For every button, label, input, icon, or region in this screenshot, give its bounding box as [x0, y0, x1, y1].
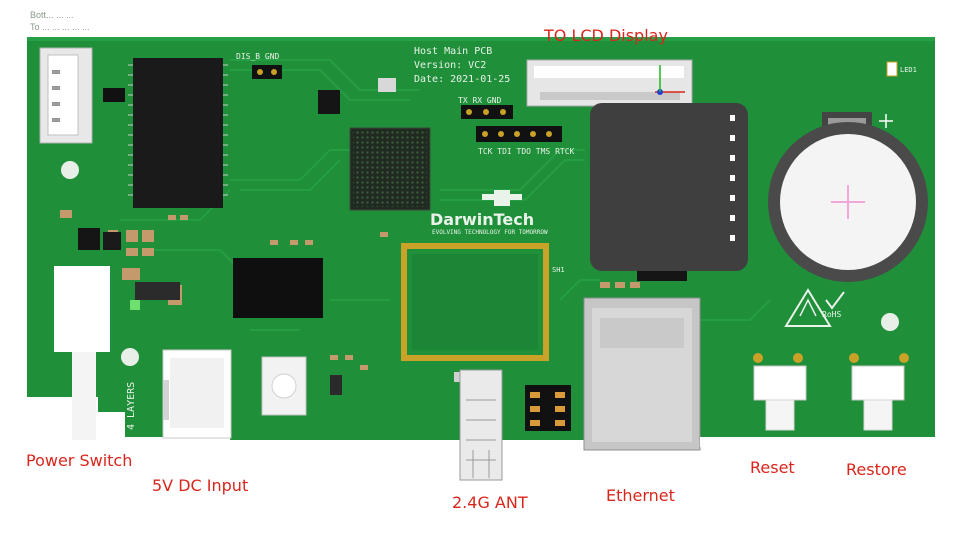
callout-dc-input: 5V DC Input	[152, 476, 249, 495]
callout-lcd-display: TO LCD Display	[544, 26, 668, 45]
rohs-label: RoHS	[822, 310, 842, 319]
callout-ethernet: Ethernet	[606, 486, 675, 505]
callout-reset: Reset	[750, 458, 795, 477]
uart-header-label: TX RX GND	[458, 96, 502, 105]
callout-antenna: 2.4G ANT	[452, 493, 528, 512]
faint-header-1: Bott... ... ...	[30, 10, 74, 20]
brand-icon	[482, 190, 522, 206]
faint-header-2: To ... ... ... ... ...	[30, 22, 90, 32]
callout-restore: Restore	[846, 460, 907, 479]
callout-power-switch: Power Switch	[26, 451, 133, 470]
shield-label: SH1	[552, 266, 565, 274]
debug-header-label: DIS_B GND	[236, 52, 280, 61]
board-date: Date: 2021-01-25	[414, 74, 511, 85]
board-version: Version: VC2	[414, 60, 487, 71]
brand-tagline: EVOLVING TECHNOLOGY FOR TOMORROW	[432, 229, 548, 236]
led-label: LED1	[900, 66, 917, 74]
board-title: Host Main PCB	[414, 46, 493, 57]
brand-logo: DarwinTech	[430, 210, 535, 229]
layers-label: 4 LAYERS	[126, 381, 137, 430]
jtag-header-label: TCK TDI TDO TMS RTCK	[478, 147, 575, 156]
